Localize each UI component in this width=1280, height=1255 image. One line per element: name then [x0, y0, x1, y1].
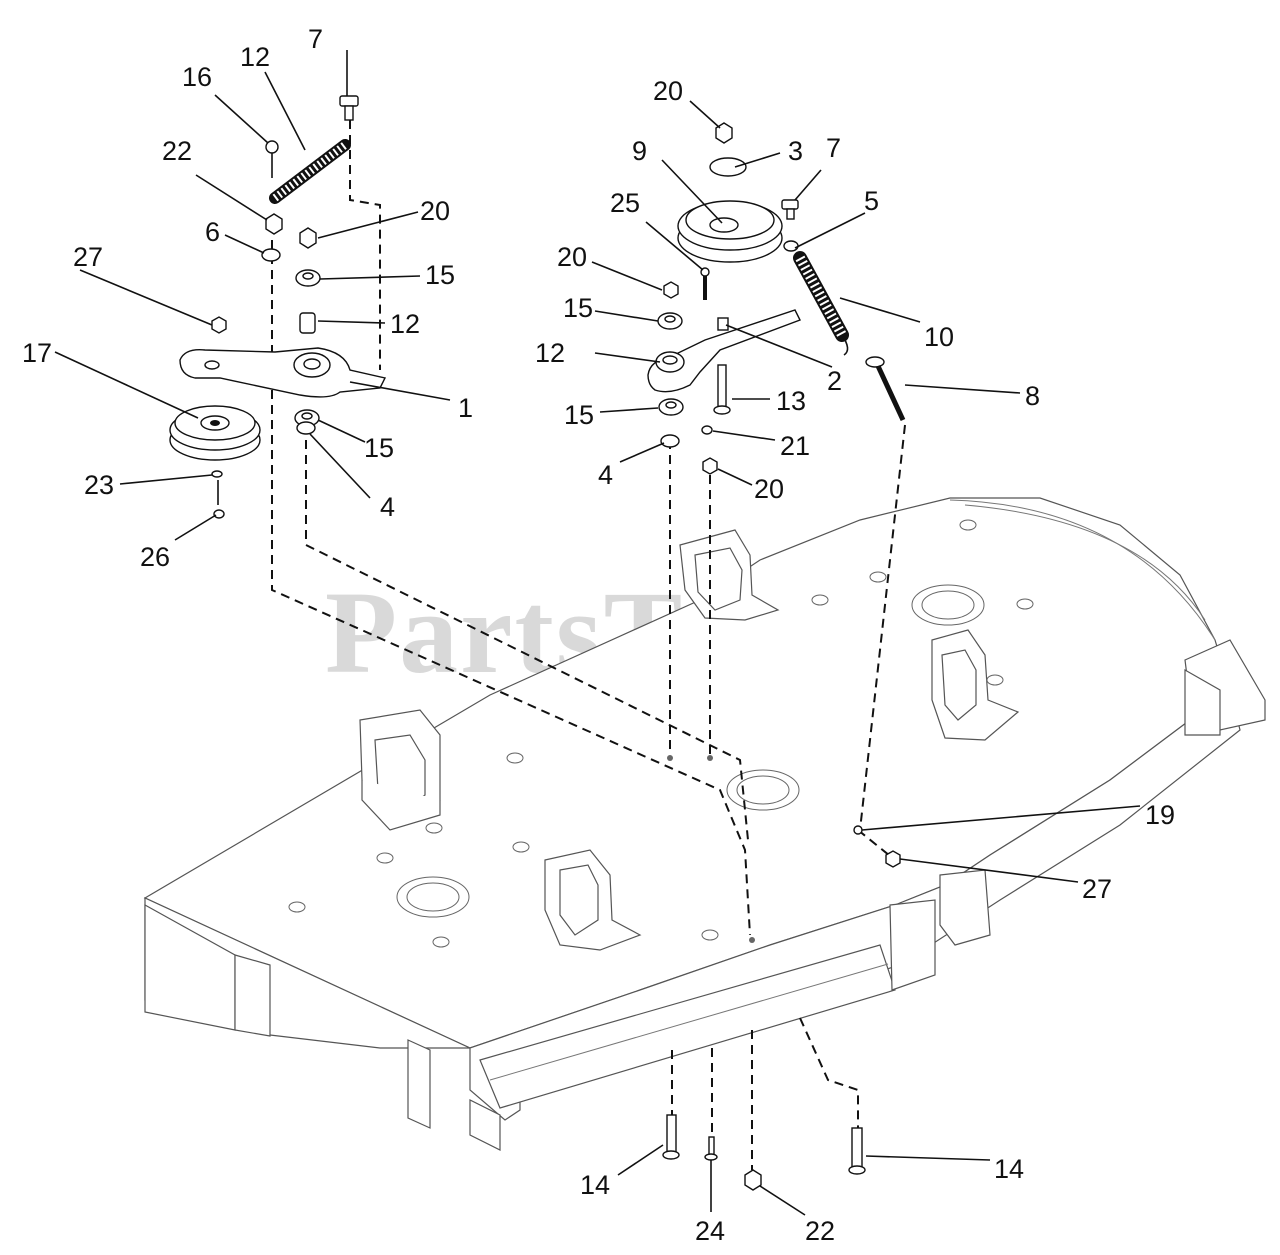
deck-bracket-rear: [679, 529, 780, 621]
callout-15-right-lower: 15: [564, 400, 594, 430]
callout-7-right: 7: [826, 133, 841, 163]
assembly-lines: [271, 120, 906, 1170]
callout-13: 13: [776, 386, 806, 416]
pin-part-25: [700, 267, 710, 300]
spring-part-10: [793, 251, 849, 356]
nut-part-21: [701, 425, 713, 435]
callout-11: 12: [240, 42, 270, 72]
callout-8: 8: [1025, 381, 1040, 411]
callout-14-left: 14: [580, 1170, 610, 1200]
nut-part-20-right-mid: [663, 281, 679, 299]
callout-3: 3: [788, 136, 803, 166]
spacer-part-12-left: [299, 312, 316, 334]
callout-22-left: 22: [162, 136, 192, 166]
callout-9: 9: [632, 136, 647, 166]
callout-20-right-low: 20: [754, 474, 784, 504]
eye-bolt-part-8: [865, 356, 906, 422]
washer-part-4-left: [296, 421, 316, 435]
callout-4-left: 4: [380, 492, 395, 522]
washer-part-23: [211, 470, 223, 478]
leader-lines: [54, 50, 1141, 1216]
left-idler-assembly: [169, 95, 387, 519]
callout-26: 26: [140, 542, 170, 572]
nut-part-27-right: [885, 850, 901, 868]
callout-2: 2: [827, 366, 842, 396]
callout-17: 17: [22, 338, 52, 368]
callout-16: 16: [182, 62, 212, 92]
deck-bracket-right: [931, 629, 1020, 741]
right-idler-assembly: [647, 122, 906, 868]
nut-part-20-left: [299, 227, 317, 249]
callout-12-right: 12: [535, 338, 565, 368]
callout-5: 5: [864, 186, 879, 216]
nut-part-27-left: [211, 316, 227, 334]
callout-14-right: 14: [994, 1154, 1024, 1184]
idler-arm-part-1: [179, 347, 387, 398]
lower-hardware: [662, 1114, 866, 1191]
bolt-part-13: [713, 364, 731, 415]
callout-12-left: 12: [390, 309, 420, 339]
pin-part-16: [265, 140, 279, 178]
callout-labels: 7 12 16 22 6 20 27 15 12 17 1 15 23 4 26…: [22, 24, 1175, 1246]
callout-19: 19: [1145, 800, 1175, 830]
callout-24: 24: [695, 1216, 725, 1246]
callout-15-left-lower: 15: [364, 433, 394, 463]
clip-part-5: [783, 240, 799, 252]
bearing-part-15-left-upper: [295, 269, 321, 287]
callout-21: 21: [780, 431, 810, 461]
callout-22-lower: 22: [805, 1216, 835, 1246]
callout-15-left-upper: 15: [425, 260, 455, 290]
callout-20-right-top: 20: [653, 76, 683, 106]
deck-bracket-left: [359, 709, 441, 831]
bolt-part-14-left: [662, 1114, 680, 1160]
callout-15-right-upper: 15: [563, 293, 593, 323]
callout-27-right: 27: [1082, 874, 1112, 904]
callout-10: 10: [924, 322, 954, 352]
callout-7-left: 7: [308, 24, 323, 54]
spring-part-11: [269, 139, 351, 204]
deck-bracket-center: [544, 849, 642, 951]
bolt-part-26: [213, 480, 225, 519]
bolt-part-14-right: [848, 1127, 866, 1175]
stud-part-19: [853, 825, 863, 835]
callout-6: 6: [205, 217, 220, 247]
callout-4-right: 4: [598, 460, 613, 490]
callout-20-right-mid: 20: [557, 242, 587, 272]
idler-pulley-part-9: [677, 200, 783, 263]
bolt-part-7-right: [781, 199, 799, 220]
bearing-part-15-right-lower: [658, 398, 684, 416]
washer-part-3: [709, 157, 747, 177]
bearing-part-15-left-lower: [294, 409, 320, 427]
nut-part-22-lower: [744, 1169, 762, 1191]
callout-20-left: 20: [420, 196, 450, 226]
callout-27-left: 27: [73, 242, 103, 272]
mower-deck: [143, 497, 1266, 1151]
idler-pulley-part-17: [169, 405, 261, 461]
washer-part-4-right: [660, 434, 680, 448]
callout-1: 1: [458, 393, 473, 423]
bearing-part-15-right-upper: [657, 312, 683, 330]
nut-part-22-left: [265, 213, 283, 235]
callout-23: 23: [84, 470, 114, 500]
bolt-part-24: [704, 1136, 718, 1161]
bolt-part-7-left: [339, 95, 359, 121]
washer-part-6: [261, 248, 281, 262]
callout-25: 25: [610, 188, 640, 218]
nut-part-20-right-low: [702, 457, 718, 475]
